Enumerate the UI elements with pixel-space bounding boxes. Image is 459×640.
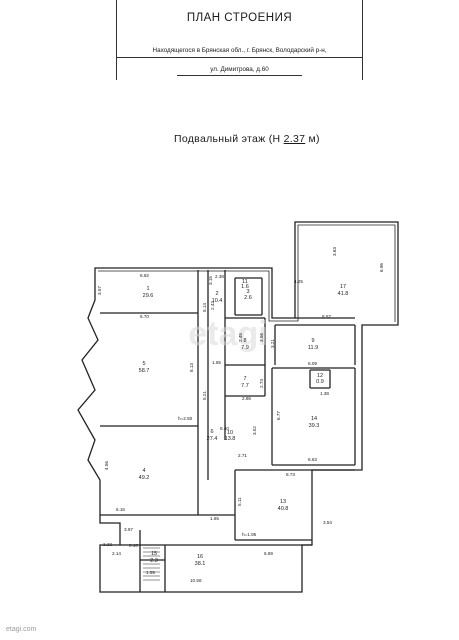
dimension: 8.40 [220, 426, 229, 431]
document-title: ПЛАН СТРОЕНИЯ [186, 12, 293, 24]
room-area: 2.3 [150, 558, 158, 564]
dimension: 6.70 [140, 314, 149, 319]
address-line-2: ул. Димитрова, д.60 [210, 66, 269, 73]
room-area: 11.9 [308, 345, 318, 351]
room-number: 7 [243, 376, 246, 382]
dimension: 6.92 [140, 273, 149, 278]
room-number: 12 [317, 373, 323, 379]
dimension: 2.45 [238, 333, 243, 342]
room-number: 2 [215, 291, 218, 297]
room-number: 1 [146, 286, 149, 292]
underline [177, 75, 302, 76]
room-number: 8 [243, 338, 246, 344]
room-area: 7.9 [241, 345, 249, 351]
room-number: 9 [311, 338, 314, 344]
room-area: 49.2 [139, 475, 150, 481]
dimension: 5.14 [202, 303, 207, 312]
room-area: 58.7 [139, 368, 150, 374]
dimension: 6.63 [308, 457, 317, 462]
outer-wall [77, 221, 399, 593]
walls [77, 221, 399, 593]
dimension: 1.65 [210, 516, 219, 521]
room-area: 10.4 [212, 298, 223, 304]
room-number: 5 [142, 361, 145, 367]
dimension: 1.65 [212, 360, 221, 365]
dimension: 0.40 [129, 543, 138, 548]
dimension: 4.56 [104, 461, 109, 470]
dimension: 2.38 [215, 274, 224, 279]
floor-label-suffix: м) [305, 133, 320, 145]
dimension: h=2.50 [178, 416, 193, 421]
room-area: 39.3 [309, 423, 320, 429]
dimension: 1.38 [320, 391, 329, 396]
floor-label: Подвальный этаж (Н 2.37 м) [174, 133, 320, 145]
dimension: 3.56 [259, 333, 264, 342]
room-number: 3 [246, 289, 249, 295]
dimension: 8.73 [286, 472, 295, 477]
dimension: 2.86 [242, 396, 251, 401]
floor-label-prefix: Подвальный этаж (Н [174, 133, 284, 145]
room-area: 40.8 [278, 506, 289, 512]
room-area: 7.7 [241, 383, 249, 389]
room-number: 4 [142, 468, 145, 474]
room-area: 29.6 [143, 293, 154, 299]
stairs [143, 547, 160, 581]
dimension: 5.21 [202, 391, 207, 400]
room-number: 6 [210, 429, 213, 435]
dimension: 6.96 [379, 263, 384, 272]
room-number: 15 [151, 551, 157, 557]
dimension: 3.52 [252, 426, 257, 435]
address-line-1: Находящегося в Брянская обл., г. Брянск,… [152, 47, 327, 54]
dimension: 2.42 [210, 301, 215, 310]
dimension: 3.15 [208, 276, 213, 285]
room-area: 1.6 [241, 284, 249, 290]
underline [117, 57, 362, 58]
dimension: 8.57 [322, 314, 331, 319]
room-area: 13.8 [225, 436, 236, 442]
dimension: 4.25 [294, 279, 303, 284]
room-area: 0.9 [316, 379, 324, 385]
title-block: ПЛАН СТРОЕНИЯ Находящегося в Брянская об… [116, 0, 363, 80]
watermark: etagi [188, 315, 267, 353]
room-area: 2.6 [244, 295, 252, 301]
room-number: 16 [197, 554, 203, 560]
room-number: 13 [280, 499, 286, 505]
dimension: 1.55 [146, 570, 155, 575]
dimension: 3.97 [124, 527, 133, 532]
room-number: 17 [340, 284, 346, 290]
room-number: 10 [227, 430, 233, 436]
dimension: 6.09 [308, 361, 317, 366]
dimension: 6.77 [276, 411, 281, 420]
floor-height: 2.37 [283, 133, 306, 145]
dimension: 5.11 [237, 497, 242, 506]
dimension: 2.23 [103, 542, 112, 547]
room-number: 11 [242, 279, 248, 285]
dimension: 3.21 [270, 339, 275, 348]
room-number: 14 [311, 416, 317, 422]
dimension: 6.89 [264, 551, 273, 556]
room-labels: 1 29.6 2 10.4 3 2.6 4 49.2 5 58.7 6 27.4… [139, 279, 349, 567]
corner-watermark: etagi.com [6, 626, 37, 633]
room-area: 38.1 [195, 561, 206, 567]
dimension: 3.63 [332, 247, 337, 256]
dimension: 2.71 [238, 453, 247, 458]
dimension: 8.13 [189, 363, 194, 372]
room-area: 27.4 [207, 436, 218, 442]
dimension: h=1.95 [242, 532, 257, 537]
dimension: 2.74 [259, 379, 264, 388]
inner-wall [98, 224, 396, 322]
dimension: 3.54 [323, 520, 332, 525]
room-area: 41.8 [338, 291, 349, 297]
dimension: 3.57 [97, 286, 102, 295]
dimension: 10.56 [190, 578, 202, 583]
dimension: 2.14 [112, 551, 121, 556]
dimension: 6.16 [116, 507, 125, 512]
dimension-labels: 6.92 3.57 6.70 8.13 h=2.50 4.56 3.15 2.3… [97, 247, 384, 583]
